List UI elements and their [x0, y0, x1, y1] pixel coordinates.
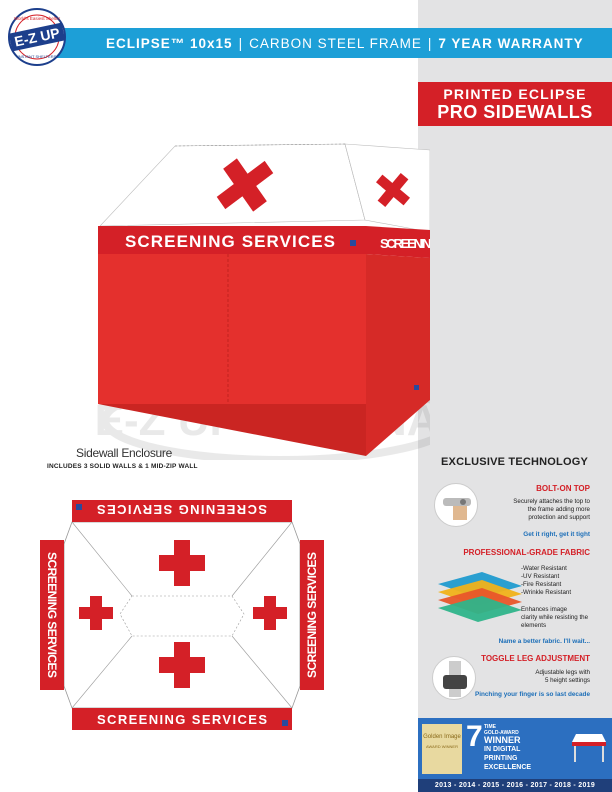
tech-heading: EXCLUSIVE TECHNOLOGY [441, 456, 589, 468]
ezup-tag-icon [414, 385, 419, 390]
separator: | [427, 35, 433, 51]
award-count: 7 [466, 720, 483, 753]
award-banner: Golden Image AWARD WINNER 7 TIME GOLD-AW… [418, 718, 612, 792]
toggle-title: TOGGLE LEG ADJUSTMENT [481, 654, 590, 663]
award-winner: WINNER IN DIGITAL PRINTING EXCELLENCE [484, 736, 531, 772]
award-line3: WINNER [484, 735, 521, 745]
bolt-on-title: BOLT-ON TOP [536, 484, 590, 493]
valance-text-side: SCREENING SERVICES [380, 236, 430, 251]
valance-text-front: SCREENING SERVICES [125, 232, 335, 251]
bolt-on-tagline: Get it right, get it tight [523, 531, 590, 538]
toggle-text: Adjustable legs with [535, 669, 590, 676]
roof-cross-icon [216, 158, 274, 212]
separator: | [238, 35, 244, 51]
caption-subtitle: INCLUDES 3 SOLID WALLS & 1 MID-ZIP WALL [47, 463, 198, 470]
golden-image-subtitle: AWARD WINNER [426, 744, 458, 749]
fabric-bullet: -Water Resistant [521, 565, 567, 572]
title-line1: PRINTED ECLIPSE [443, 86, 587, 102]
flat-layout-diagram: SCREENING SERVICES SCREENING SERVICES SC… [40, 500, 324, 730]
award-line1: TIME [484, 724, 496, 730]
fabric-tagline: Name a better fabric. I'll wait... [498, 638, 590, 645]
title-line2: PRO SIDEWALLS [437, 102, 593, 122]
golden-image-title: Golden Image [423, 734, 461, 740]
ezup-logo: E-Z UP World's Easiest Shelter INSTANT S… [8, 8, 66, 66]
logo-subtag: INSTANT SHELTERS [18, 54, 57, 59]
bolt-on-text: the frame adding more [527, 506, 590, 513]
toggle-leg-photo [432, 656, 476, 700]
plan-valance-bottom: SCREENING SERVICES [97, 712, 267, 727]
toggle-tagline: Pinching your finger is so last decade [474, 691, 590, 698]
toggle-text: 5 height settings [544, 677, 590, 684]
award-line6: EXCELLENCE [484, 764, 532, 771]
roof-cross-icon [375, 172, 411, 208]
tent-illustration: E-Z UP ORIGINAL SCREENING SERVICES SCREE… [95, 143, 430, 460]
ezup-tag-icon [282, 720, 288, 726]
ezup-tag-icon [76, 504, 82, 510]
award-line5: PRINTING [484, 755, 518, 762]
bolt-on-text: Securely attaches the top to [513, 498, 590, 505]
plan-cross-icon [253, 596, 287, 630]
fabric-text: clarity while resisting the [521, 614, 589, 621]
fabric-title: PROFESSIONAL-GRADE FABRIC [463, 548, 590, 557]
caption-title: Sidewall Enclosure [76, 446, 172, 460]
fabric-text: Enhances image [521, 606, 568, 613]
plan-valance-left: SCREENING SERVICES [45, 552, 59, 678]
fabric-bullet: -UV Resistant [521, 573, 560, 580]
fabric-text: elements [521, 622, 547, 629]
plan-cross-icon [159, 540, 205, 586]
plan-valance-right: SCREENING SERVICES [305, 552, 319, 678]
award-line4: IN DIGITAL [484, 746, 521, 753]
fabric-layers-illustration [438, 572, 522, 622]
frame-type: CARBON STEEL FRAME [249, 35, 422, 51]
award-line2: GOLD-AWARD [484, 730, 519, 736]
model-name: ECLIPSE™ 10x15 [106, 35, 233, 51]
plan-cross-icon [79, 596, 113, 630]
plan-cross-icon [159, 642, 205, 688]
product-title: PRINTED ECLIPSE PRO SIDEWALLS [418, 82, 612, 126]
award-gold: TIME GOLD-AWARD [484, 724, 519, 736]
header-bar: ECLIPSE™ 10x15 | CARBON STEEL FRAME | 7 … [48, 28, 612, 58]
bolt-on-text: protection and support [528, 514, 590, 521]
fabric-bullet: -Fire Resistant [521, 581, 562, 588]
fabric-bullet: -Wrinkle Resistant [521, 589, 572, 596]
bolt-on-photo [434, 483, 478, 527]
golden-image-badge: Golden Image AWARD WINNER [422, 724, 462, 774]
award-years: 2013 - 2014 - 2015 - 2016 - 2017 - 2018 … [418, 779, 612, 792]
printed-tent-icon [572, 734, 606, 762]
logo-tagline: World's Easiest Shelter [14, 16, 61, 21]
ezup-tag-icon [350, 240, 356, 246]
plan-valance-top: SCREENING SERVICES [97, 502, 267, 517]
warranty: 7 YEAR WARRANTY [438, 35, 584, 51]
